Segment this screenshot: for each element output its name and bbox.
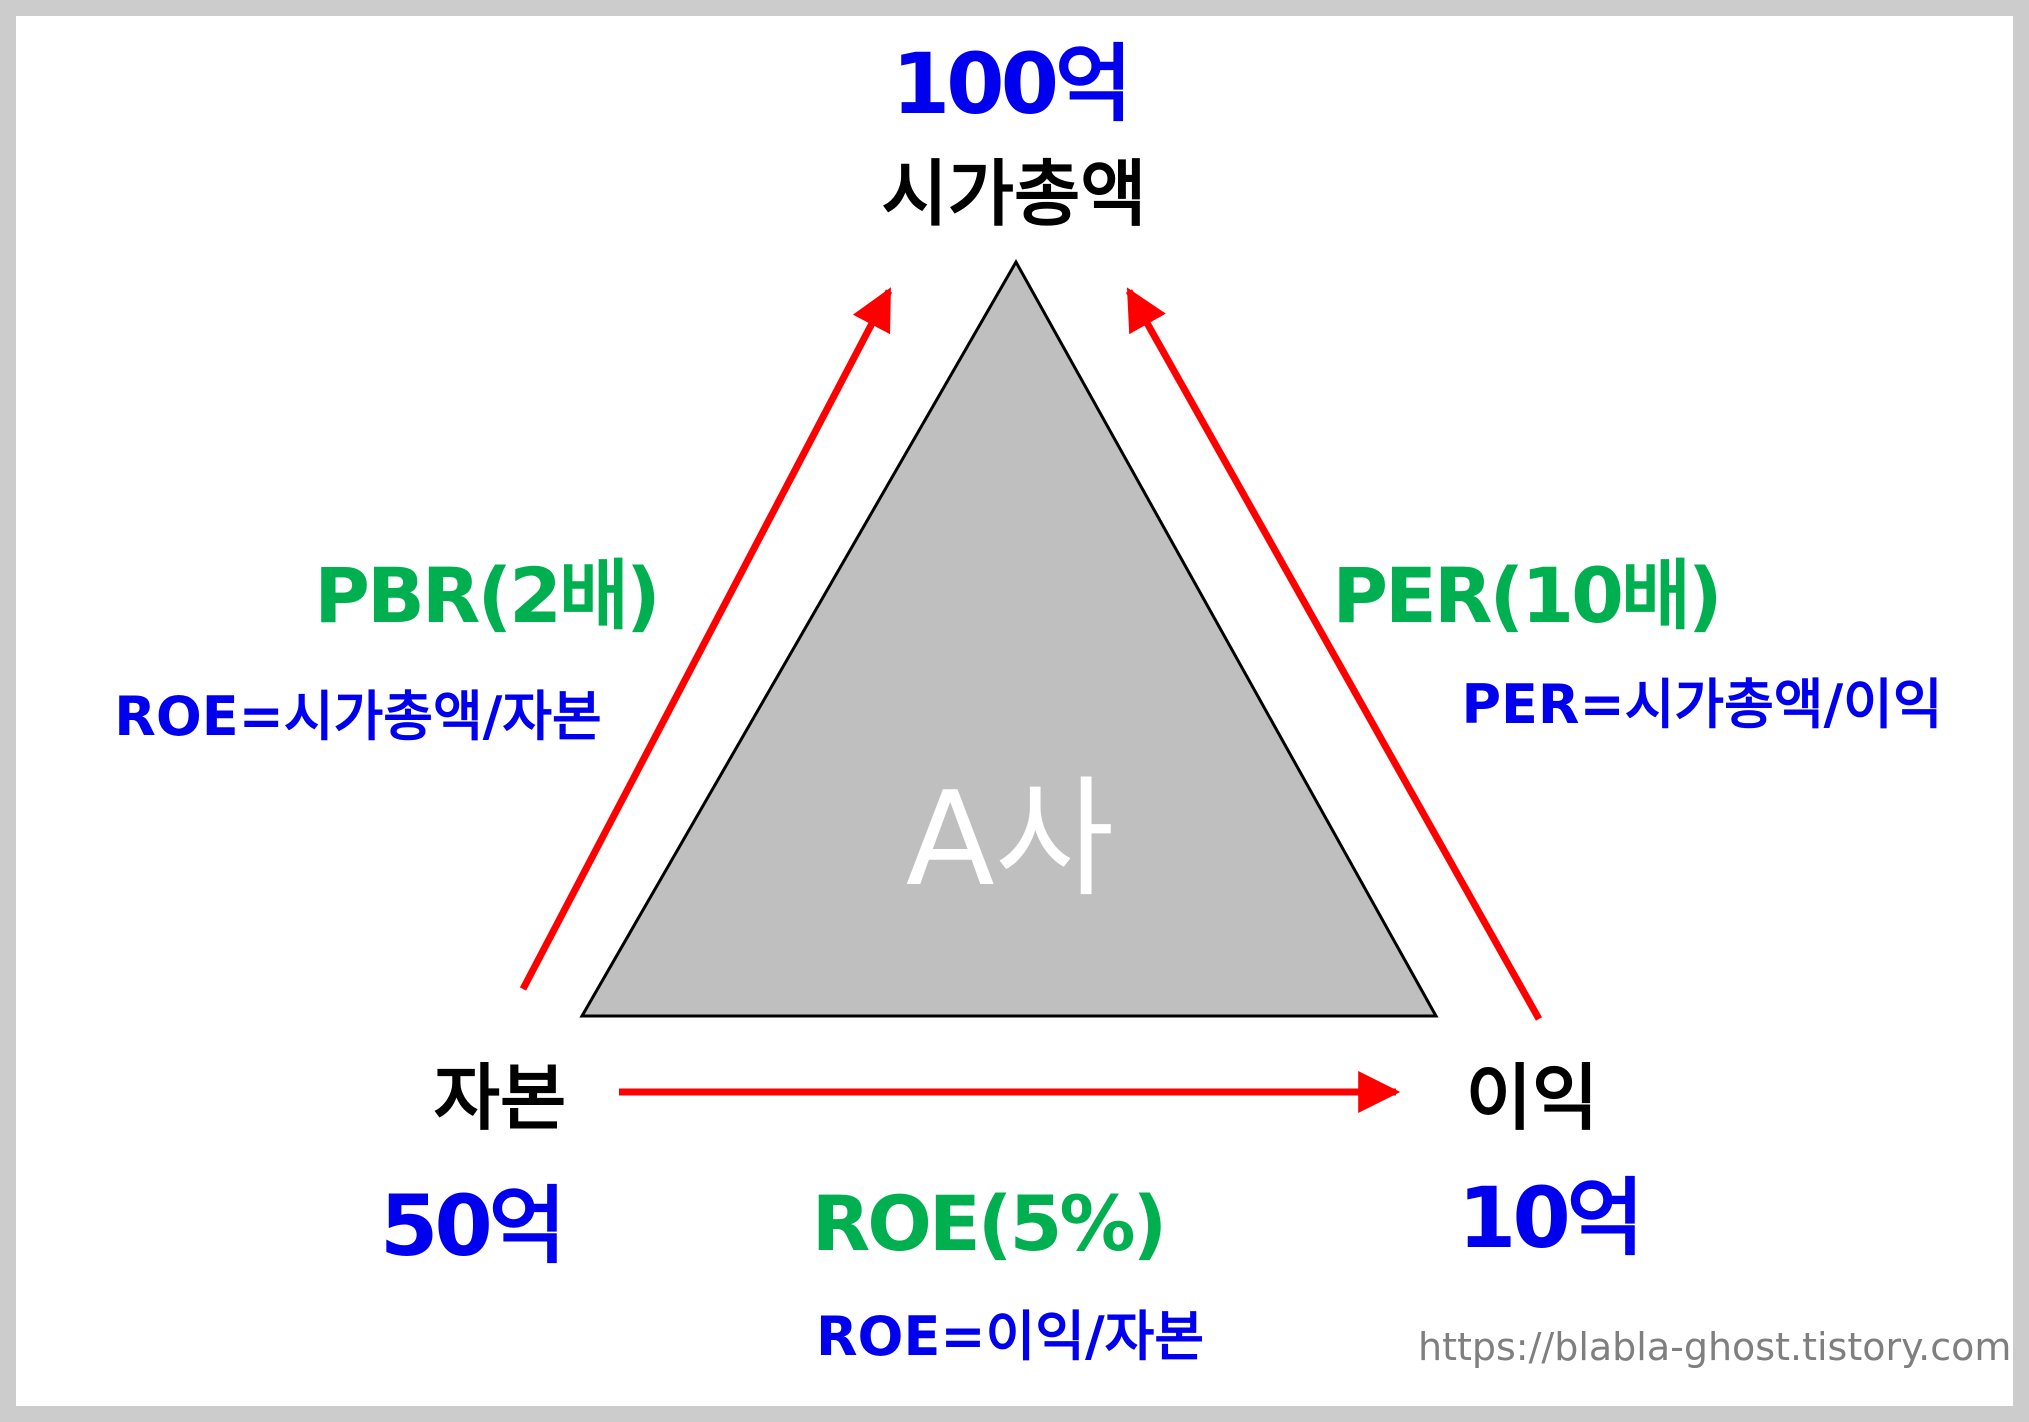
- pbr-formula: ROE=시가총액/자본: [114, 685, 602, 748]
- per-ratio: PER(10배): [1332, 551, 1722, 640]
- equity-amount: 50억: [379, 1177, 566, 1275]
- company-triangle: [579, 258, 1439, 1018]
- arrow-equity-to-market-cap: [519, 287, 893, 991]
- arrow-profit-to-market-cap: [1125, 287, 1543, 1021]
- company-name: A사: [905, 763, 1115, 915]
- roe-formula: ROE=이익/자본: [815, 1305, 1205, 1368]
- roe-ratio: ROE(5%): [811, 1179, 1168, 1268]
- profit-amount: 10억: [1457, 1169, 1644, 1267]
- per-formula: PER=시가총액/이익: [1461, 673, 1943, 736]
- market-cap-label: 시가총액: [881, 152, 1147, 236]
- diagram-graphics: [519, 258, 1543, 1113]
- profit-label: 이익: [1465, 1056, 1599, 1140]
- watermark-url: https://blabla-ghost.tistory.com: [1418, 1325, 2012, 1369]
- pbr-ratio: PBR(2배): [314, 551, 660, 640]
- diagram-canvas: 100억 시가총액 A사 PBR(2배) ROE=시가총액/자본 PER(10배…: [16, 16, 2013, 1406]
- equity-label: 자본: [433, 1056, 567, 1140]
- market-cap-amount: 100억: [891, 35, 1133, 133]
